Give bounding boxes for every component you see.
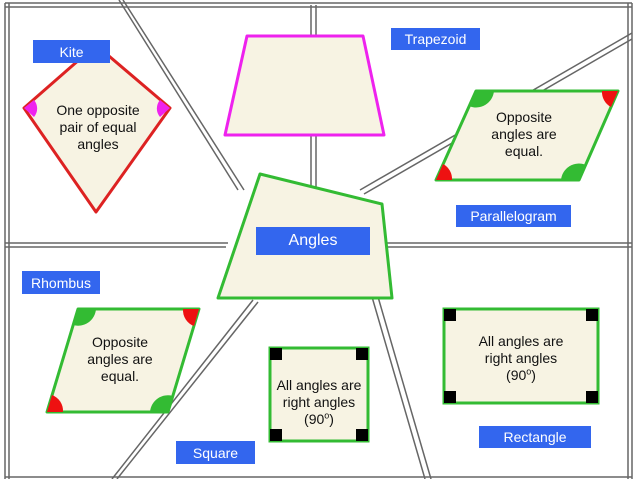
rectangle-shape	[442, 307, 600, 405]
square-shape	[268, 346, 370, 443]
rhombus-caption-line: equal.	[100, 368, 140, 384]
parallelogram-top-right-angle-marker	[601, 91, 618, 107]
rectangle-right-angle-marker	[444, 391, 456, 403]
parallelogram-top-left-angle-marker	[469, 91, 494, 108]
parallelogram-bottom-right-angle-marker	[561, 163, 586, 180]
rhombus-bottom-left-angle-marker	[47, 395, 64, 412]
parallelogram-label: Parallelogram	[456, 205, 571, 227]
kite-shape	[22, 43, 172, 214]
square-caption-line: (90o)	[266, 411, 372, 428]
rectangle-right-angle-marker	[444, 309, 456, 321]
square-caption-line: right angles	[282, 394, 356, 410]
square-label: Square	[176, 441, 255, 464]
rectangle-caption-line: All angles are	[478, 333, 564, 349]
rhombus-caption: Opposite angles are equal.	[72, 334, 168, 385]
rectangle-caption: All angles are right angles (90o)	[460, 333, 582, 384]
kite-left-angle-marker	[24, 100, 38, 117]
parallelogram-caption: Opposite angles are equal.	[474, 109, 574, 160]
angles-label: Angles	[256, 227, 370, 255]
kite-right-angle-marker	[156, 100, 170, 117]
parallelogram-caption-line: equal.	[504, 143, 544, 159]
rectangle-caption-degree-sup: o	[526, 366, 532, 377]
parallelogram-caption-line: angles are	[491, 126, 557, 142]
rectangle-caption-line: (90o)	[460, 367, 582, 384]
rectangle-right-angle-marker	[586, 309, 598, 321]
kite-caption-line: angles	[77, 136, 119, 152]
rectangle-caption-degrees: (90	[506, 367, 527, 383]
rectangle-caption-close: )	[531, 367, 536, 383]
rhombus-caption-line: angles are	[87, 351, 153, 367]
rhombus-top-left-angle-marker	[73, 309, 96, 326]
square-caption-close: )	[329, 411, 334, 427]
square-caption-degrees: (90	[304, 411, 325, 427]
trapezoid-label: Trapezoid	[391, 28, 480, 50]
kite-caption: One opposite pair of equal angles	[44, 102, 152, 153]
kite-caption-line: pair of equal	[59, 119, 137, 135]
parallelogram-caption-line: Opposite	[495, 109, 553, 125]
square-right-angle-marker	[356, 429, 368, 441]
square-caption: All angles are right angles (90o)	[266, 377, 372, 428]
kite-label: Kite	[33, 40, 110, 63]
rectangle-label: Rectangle	[479, 426, 591, 448]
kite-caption-line: One opposite	[56, 102, 140, 118]
rhombus-shape	[45, 307, 201, 414]
rhombus-label: Rhombus	[22, 271, 100, 294]
square-right-angle-marker	[356, 348, 368, 360]
rhombus-bottom-right-angle-marker	[150, 395, 173, 412]
rectangle-right-angle-marker	[586, 391, 598, 403]
square-right-angle-marker	[270, 348, 282, 360]
parallelogram-bottom-left-angle-marker	[436, 164, 453, 180]
trapezoid-shape	[223, 34, 386, 137]
rhombus-caption-line: Opposite	[91, 334, 149, 350]
square-right-angle-marker	[270, 429, 282, 441]
square-caption-degree-sup: o	[324, 410, 330, 421]
square-caption-line: All angles are	[276, 377, 362, 393]
rectangle-caption-line: right angles	[484, 350, 558, 366]
rhombus-top-right-angle-marker	[182, 309, 199, 326]
parallelogram-shape	[434, 89, 620, 182]
